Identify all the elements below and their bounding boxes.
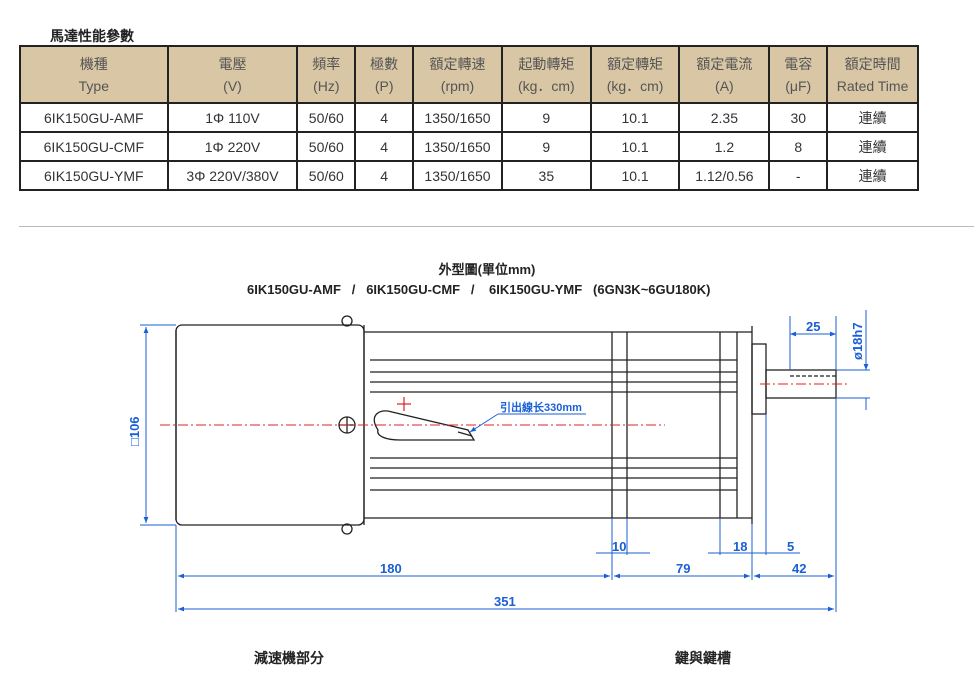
table-cell: 30	[768, 102, 829, 133]
table-cell: 10.1	[589, 160, 681, 191]
table-cell: 4	[354, 131, 415, 162]
dim-shaft-diameter: ø18h7	[850, 322, 865, 360]
table-cell: 3Φ 220V/380V	[166, 160, 299, 191]
table-cell: 50/60	[296, 160, 357, 191]
dim-18: 18	[733, 539, 747, 554]
column-header-cn: 額定轉矩	[607, 55, 664, 72]
column-header-unit: (μF)	[785, 77, 812, 94]
table-cell: -	[768, 160, 829, 191]
column-header: 電壓 (V)	[166, 45, 299, 104]
dimension-labels: □106 25 ø18h7 10 18 5 180 79 42 351 引出線长…	[127, 319, 865, 609]
dim-180: 180	[380, 561, 402, 576]
table-cell: 50/60	[296, 131, 357, 162]
column-header: 頻率 (Hz)	[296, 45, 357, 104]
column-header-cn: 電容	[784, 55, 813, 72]
column-header-unit: (kg．cm)	[606, 77, 664, 94]
table-cell: 6IK150GU-CMF	[19, 131, 169, 162]
divider	[19, 226, 974, 227]
column-header-unit: (P)	[374, 77, 394, 94]
column-header-unit: (kg．cm)	[517, 77, 575, 94]
table-cell: 1.12/0.56	[678, 160, 771, 191]
column-header: 額定轉矩 (kg．cm)	[589, 45, 681, 104]
dim-351: 351	[494, 594, 516, 609]
dim-42: 42	[792, 561, 806, 576]
column-header: 機種 Type	[19, 45, 169, 104]
dim-shaft-length: 25	[806, 319, 820, 334]
dim-height: □106	[127, 416, 142, 446]
table-cell: 1Φ 110V	[166, 102, 299, 133]
column-header-unit: (rpm)	[440, 77, 475, 94]
column-header-unit: (Hz)	[313, 77, 340, 94]
column-header-cn: 額定電流	[696, 55, 753, 72]
table-cell: 2.35	[678, 102, 771, 133]
dimension-lines	[140, 310, 870, 612]
table-cell: 連續	[826, 131, 919, 162]
motor-body	[364, 326, 837, 524]
table-cell: 4	[354, 102, 415, 133]
column-header-unit: Rated Time	[836, 77, 909, 94]
table-cell: 50/60	[296, 102, 357, 133]
column-header-unit: Type	[78, 77, 109, 94]
dim-5: 5	[787, 539, 794, 554]
column-header-cn: 額定時間	[844, 55, 901, 72]
table-cell: 35	[500, 160, 592, 191]
center-lines	[160, 383, 848, 426]
table-cell: 10.1	[589, 102, 681, 133]
lead-wire-label: 引出線长330mm	[500, 400, 582, 414]
table-header-row: 機種 Type 電壓 (V) 頻率 (Hz) 極數 (P) 額定轉速 (rpm) 起動轉矩 (kg．c…	[19, 45, 919, 104]
table-cell: 9	[500, 131, 592, 162]
table-cell: 1.2	[678, 131, 771, 162]
column-header: 額定時間 Rated Time	[826, 45, 919, 104]
table-cell: 9	[500, 102, 592, 133]
column-header: 額定轉速 (rpm)	[412, 45, 503, 104]
reducer-section-label: 減速機部分	[254, 650, 324, 666]
key-keyway-label: 鍵與鍵槽	[675, 650, 731, 666]
column-header-unit: (A)	[715, 77, 734, 94]
column-header-cn: 極數	[370, 55, 399, 72]
wire-origin-mark	[397, 397, 411, 411]
section-title: 馬達性能參數	[50, 28, 134, 44]
column-header-cn: 機種	[79, 55, 108, 72]
table-cell: 8	[768, 131, 829, 162]
column-header-cn: 額定轉速	[429, 55, 486, 72]
table-cell: 4	[354, 160, 415, 191]
column-header-cn: 電壓	[218, 55, 247, 72]
table-cell: 1350/1650	[412, 102, 503, 133]
column-header-cn: 起動轉矩	[518, 55, 575, 72]
table-cell: 1Φ 220V	[166, 131, 299, 162]
drawing-models: 6IK150GU-AMF / 6IK150GU-CMF / 6IK150GU-Y…	[247, 282, 711, 297]
column-header-unit: (V)	[223, 77, 242, 94]
table-cell: 6IK150GU-AMF	[19, 102, 169, 133]
table-cell: 6IK150GU-YMF	[19, 160, 169, 191]
column-header: 電容 (μF)	[768, 45, 829, 104]
dim-10: 10	[612, 539, 626, 554]
table-cell: 10.1	[589, 131, 681, 162]
spec-table: 機種 Type 電壓 (V) 頻率 (Hz) 極數 (P) 額定轉速 (rpm) 起動轉矩 (kg．c…	[19, 45, 919, 191]
table-cell: 1350/1650	[412, 131, 503, 162]
table-cell: 連續	[826, 102, 919, 133]
dim-79: 79	[676, 561, 690, 576]
drawing-title: 外型圖(單位mm)	[438, 262, 536, 277]
table-cell: 1350/1650	[412, 160, 503, 191]
column-header: 極數 (P)	[354, 45, 415, 104]
column-header-cn: 頻率	[312, 55, 341, 72]
table-cell: 連續	[826, 160, 919, 191]
column-header: 額定電流 (A)	[678, 45, 771, 104]
column-header: 起動轉矩 (kg．cm)	[500, 45, 592, 104]
